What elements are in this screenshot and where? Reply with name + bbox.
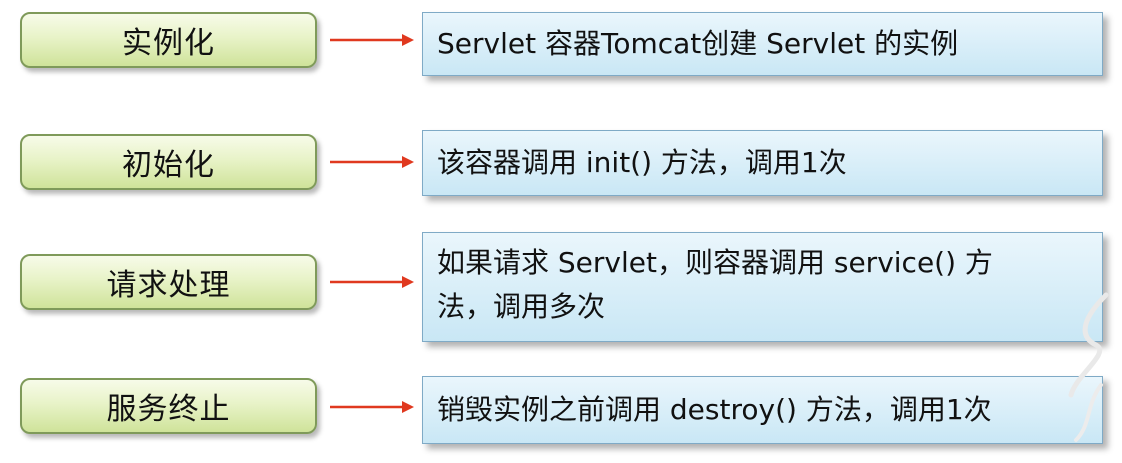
desc-box-destroy: 销毁实例之前调用 destroy() 方法，调用1次: [422, 376, 1103, 444]
stage-box-destroy: 服务终止: [20, 378, 317, 434]
desc-text: 销毁实例之前调用 destroy() 方法，调用1次: [437, 393, 992, 426]
watermark-icon: [1068, 292, 1109, 442]
stage-label: 服务终止: [106, 392, 231, 427]
arrow-right-icon: [330, 156, 414, 168]
desc-text: 该容器调用 init() 方法，调用1次: [437, 146, 847, 179]
desc-box-init: 该容器调用 init() 方法，调用1次: [422, 130, 1103, 196]
stage-label: 实例化: [122, 26, 215, 61]
stage-label: 请求处理: [106, 268, 231, 303]
arrow-right-icon: [330, 401, 414, 413]
desc-text: 如果请求 Servlet，则容器调用 service() 方法，调用多次: [437, 246, 993, 323]
desc-box-service: 如果请求 Servlet，则容器调用 service() 方法，调用多次: [422, 232, 1103, 342]
stage-box-init: 初始化: [20, 134, 317, 190]
desc-box-instantiate: Servlet 容器Tomcat创建 Servlet 的实例: [422, 12, 1103, 76]
stage-box-instantiate: 实例化: [20, 12, 317, 68]
stage-box-service: 请求处理: [20, 254, 317, 310]
arrow-right-icon: [330, 34, 414, 46]
stage-label: 初始化: [122, 148, 215, 183]
desc-text: Servlet 容器Tomcat创建 Servlet 的实例: [437, 27, 959, 60]
arrow-right-icon: [330, 276, 414, 288]
